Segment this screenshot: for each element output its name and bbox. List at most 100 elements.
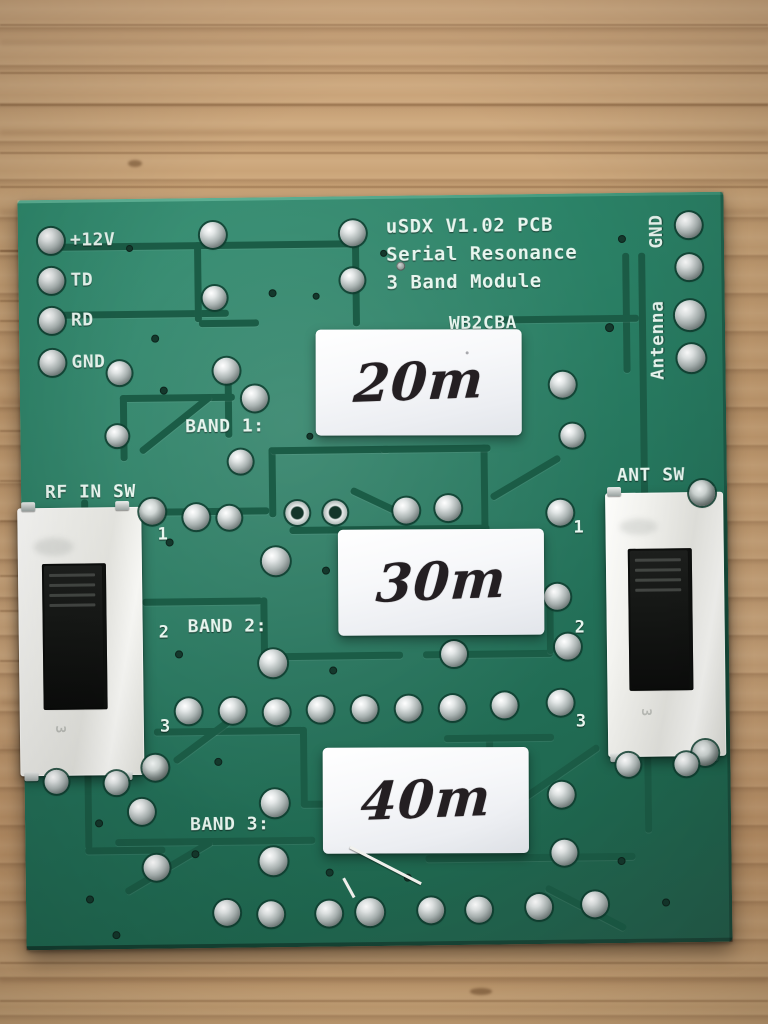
solder-pad: [395, 695, 422, 722]
wood-grain-line: [0, 1000, 768, 1002]
solder-pad: [44, 769, 69, 795]
wood-grain-line: [0, 962, 768, 964]
solder-pad: [549, 371, 576, 398]
rf-in-slide-switch[interactable]: 3: [17, 500, 145, 782]
solder-pad: [143, 854, 170, 881]
via: [329, 666, 338, 675]
switch-position-marker-right-2: 2: [574, 617, 586, 638]
solder-pad: [355, 897, 385, 927]
silk-label-gnd: GND: [71, 351, 106, 373]
silk-label-12v: +12V: [69, 229, 116, 251]
switch-body-marking: 3: [52, 725, 68, 734]
solder-pad: [465, 896, 493, 923]
silk-title-line-2: Serial Resonance: [386, 241, 578, 266]
via: [85, 895, 95, 904]
solder-pad: [544, 583, 571, 610]
solder-pad: [340, 268, 365, 293]
solder-pad: [228, 449, 253, 474]
solder-pad: [104, 771, 129, 796]
solder-pad: [551, 839, 578, 866]
solder-pad: [554, 633, 582, 660]
via: [312, 292, 320, 300]
solder-pad: [581, 891, 609, 918]
switch-slot: [41, 563, 108, 711]
wood-knot: [128, 160, 142, 167]
silk-ant-sw: ANT SW: [616, 464, 686, 487]
switch-position-marker-left-3: 3: [159, 716, 171, 737]
lever-ridge: [634, 558, 681, 562]
switch-lever[interactable]: [43, 565, 104, 709]
solder-pad: [560, 423, 585, 448]
ant-slide-switch[interactable]: 3: [605, 485, 727, 763]
handwritten-text-20m: 20m: [351, 348, 486, 415]
handwritten-label-band-1: 20m: [315, 329, 522, 436]
solder-pad: [217, 505, 242, 530]
via: [174, 650, 184, 659]
wood-grain-line: [0, 430, 30, 432]
switch-lever[interactable]: [629, 550, 690, 689]
switch-position-marker-left-2: 2: [158, 622, 170, 643]
silk-band-2: BAND 2:: [187, 615, 268, 638]
via: [95, 819, 104, 828]
lever-ridge: [634, 568, 682, 572]
pad-12v: [37, 227, 65, 255]
switch-smudge: [619, 518, 658, 536]
solder-pad: [547, 499, 574, 526]
pad-antenna-2: [677, 343, 706, 373]
solder-pad: [263, 699, 290, 726]
via: [159, 386, 168, 395]
silk-label-antenna: Antenna: [646, 300, 669, 381]
via: [604, 323, 615, 333]
wood-grain-line: [0, 300, 34, 302]
pcb-board: +12V TD RD GND GND Antenna uSDX V1.02 PC…: [17, 191, 733, 951]
solder-pad: [175, 698, 202, 725]
via: [268, 289, 277, 298]
solder-pad: [199, 221, 227, 249]
switch-solder-lug: [115, 500, 130, 511]
wood-grain-line: [0, 610, 28, 612]
solder-pad: [261, 547, 291, 576]
handwritten-label-band-2: 30m: [337, 528, 545, 636]
silk-title-line-1: uSDX V1.02 PCB: [385, 213, 554, 238]
solder-pad: [435, 494, 462, 522]
solder-pad: [316, 900, 343, 927]
switch-smudge: [33, 537, 74, 557]
via: [321, 566, 331, 575]
via: [165, 538, 174, 547]
solder-pad: [260, 789, 289, 818]
wood-grain-line: [0, 104, 768, 106]
via: [396, 261, 406, 271]
wood-knot: [470, 988, 492, 995]
via: [125, 244, 134, 253]
lever-ridge: [48, 593, 96, 597]
solder-pad: [259, 847, 288, 876]
wood-grain-line: [0, 520, 26, 522]
solder-pad: [241, 385, 269, 412]
solder-pad: [106, 425, 129, 448]
via: [112, 931, 121, 940]
lever-ridge: [634, 578, 682, 582]
switch-position-marker-right-3: 3: [575, 711, 587, 732]
via: [662, 898, 671, 907]
solder-pad: [491, 692, 518, 719]
pad-gnd: [39, 349, 66, 377]
solder-pad: [393, 497, 420, 524]
silk-band-3: BAND 3:: [189, 813, 270, 836]
via: [617, 856, 626, 866]
pad-rd: [38, 307, 66, 335]
handwritten-text-30m: 30m: [374, 548, 509, 615]
solder-pad: [674, 752, 699, 777]
solder-pad: [183, 504, 210, 531]
lever-ridge: [48, 573, 96, 577]
silk-label-rd: RD: [70, 309, 94, 331]
via: [617, 234, 627, 244]
lever-ridge: [634, 588, 682, 592]
silk-rf-in-sw: RF IN SW: [44, 480, 136, 504]
wood-grain-line: [0, 24, 768, 26]
wood-grain-line: [0, 72, 768, 74]
solder-pad: [440, 640, 468, 668]
silk-title-line-3: 3 Band Module: [386, 269, 542, 294]
handwritten-label-band-3: 40m: [322, 747, 529, 854]
plated-through-hole: [285, 500, 310, 526]
solder-pad: [258, 649, 288, 678]
